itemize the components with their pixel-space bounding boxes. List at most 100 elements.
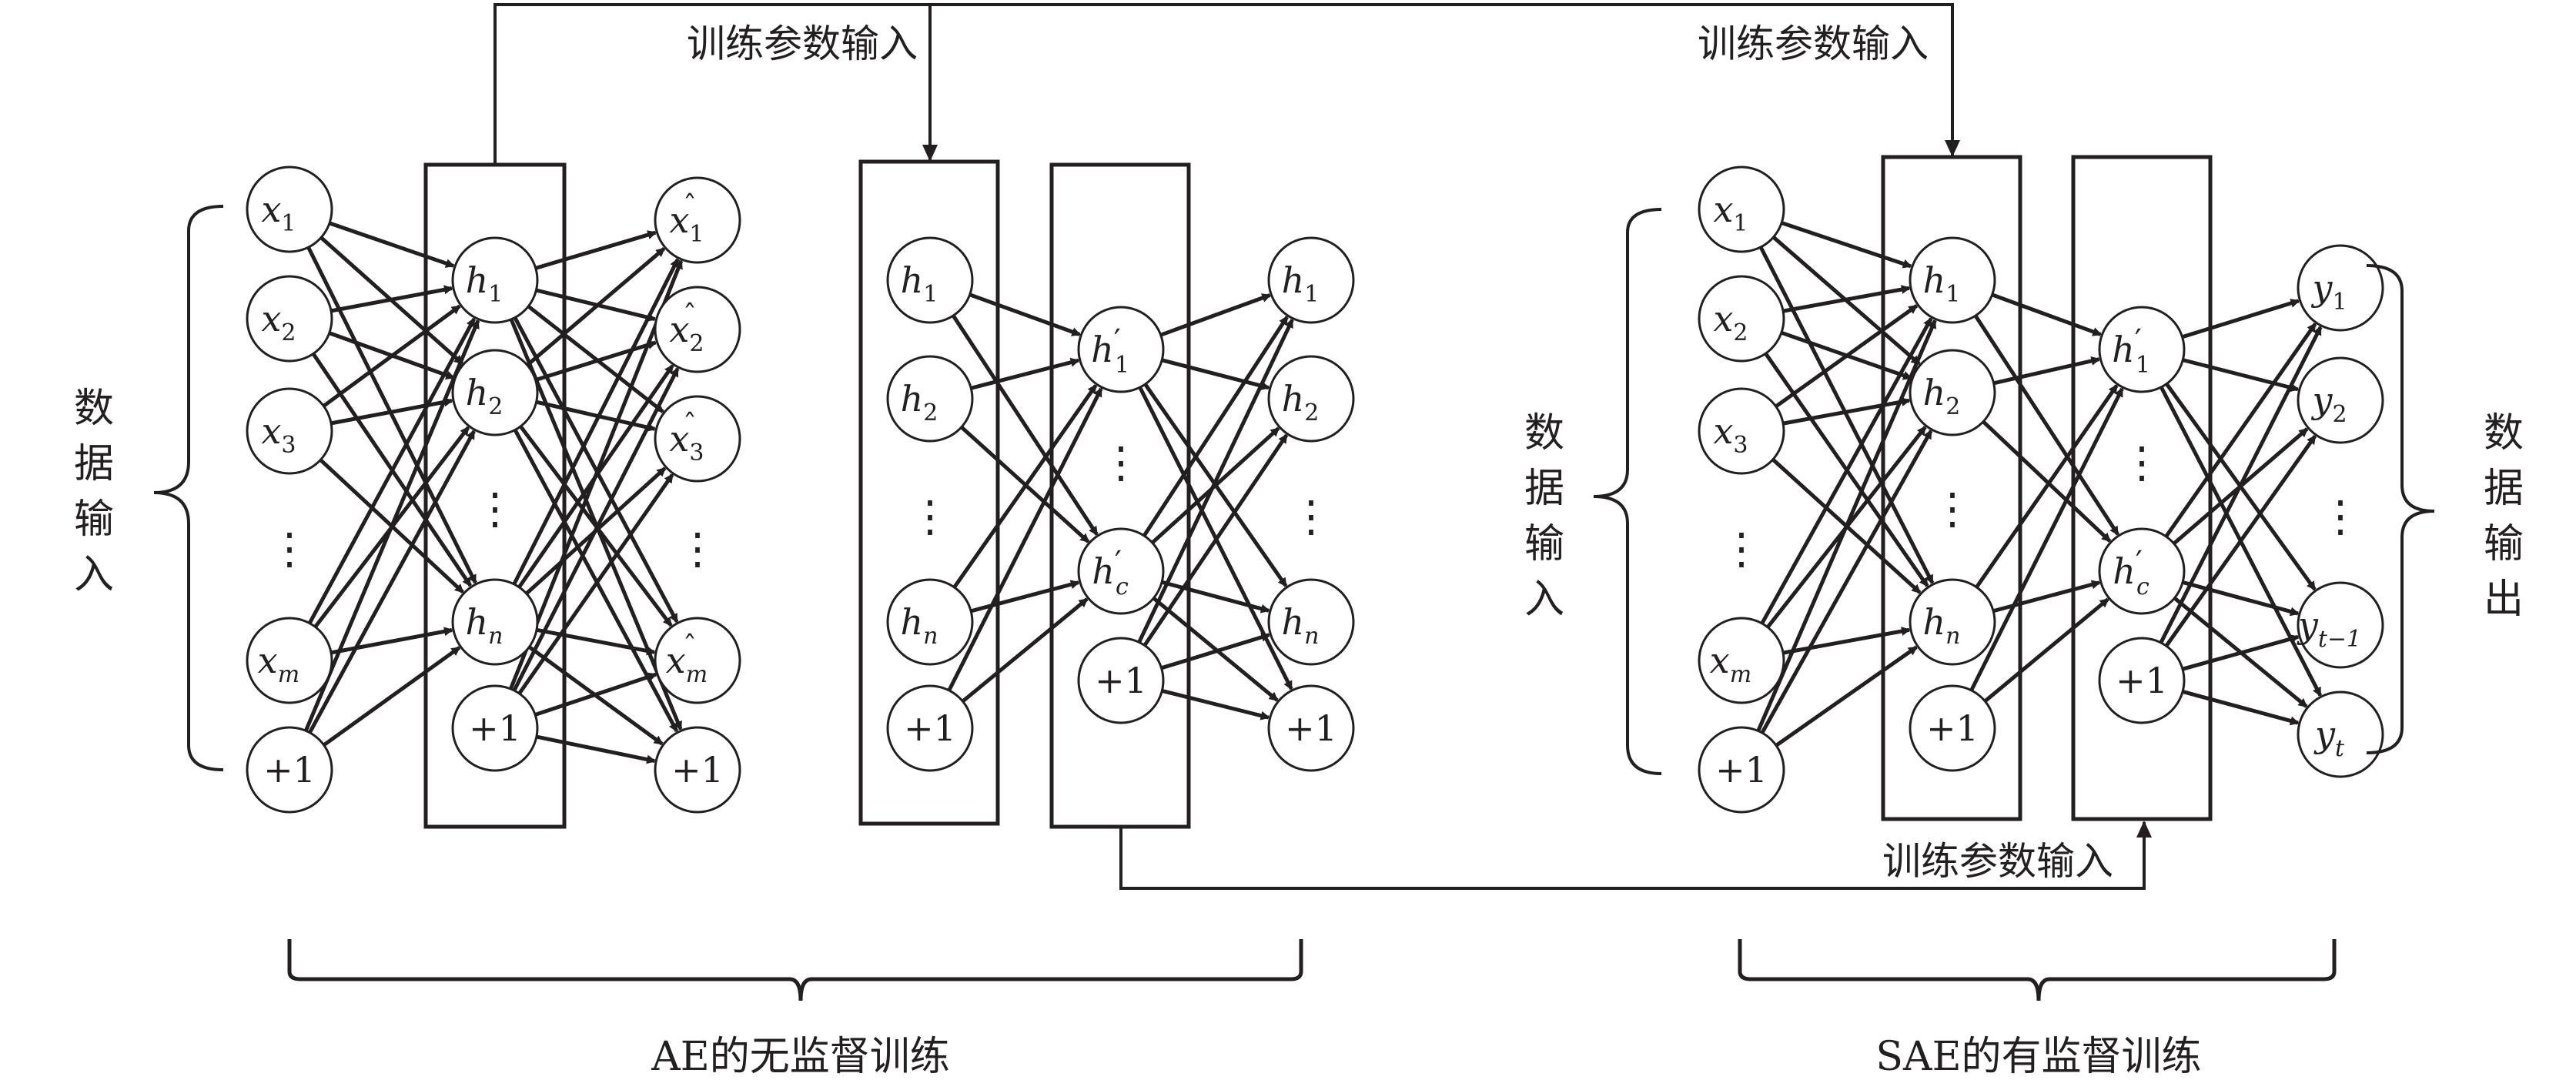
node-label: h′c [2113, 545, 2149, 600]
node-circle [1698, 617, 1785, 704]
ae1-hid-node: +1 [451, 684, 539, 772]
node-label: h1 [466, 259, 503, 308]
ae1-hidden-output-edge [509, 259, 684, 690]
left-input-label: 数 据 输 入 [74, 386, 114, 598]
sae-out-node: ⋮ [2319, 492, 2362, 542]
node-circle [246, 726, 333, 814]
node-circle [1909, 684, 1996, 772]
sae-hidden1-hidden2-edge [1992, 580, 2101, 614]
node-label: h′1 [2112, 323, 2150, 379]
ae2-input-hidden-edge [952, 384, 1098, 589]
ae1-input-hidden-edge [330, 627, 453, 655]
sae-in-node: x1 [1698, 166, 1785, 253]
sae-h1-node: hn [1909, 578, 1996, 666]
ae1-hidden-output-edge [535, 230, 657, 270]
node-label: x2 [261, 298, 296, 346]
network-nodes: x1x2x3⋮xm+1h1h2⋮hn+1x1ˆx2ˆx3ˆ⋮xmˆ+1h1h2⋮… [246, 166, 2384, 814]
ae1-input-hidden-edge [330, 397, 453, 426]
ae1-input-hidden-edge [329, 221, 456, 268]
node-label: y1 [2310, 267, 2347, 316]
ae2-hid-node: ⋮ [1099, 438, 1142, 488]
node-label: h2 [901, 378, 938, 426]
node-label: +1 [904, 707, 956, 749]
node-circle [1909, 578, 1996, 666]
ae2-in-node: hn [886, 578, 974, 666]
sae-hidden1-hidden2-edge [1969, 387, 2124, 691]
node-label: h2 [1923, 372, 1961, 420]
node-label: hn [1923, 601, 1961, 650]
sae-hidden2-output-edge [2181, 299, 2300, 339]
node-circle [2098, 306, 2186, 393]
feed-line-top-left [493, 3, 938, 165]
ae2-input-hidden-edge [970, 580, 1080, 614]
ae1-in-node: x3 [246, 387, 333, 475]
sae-hidden2-output-edge [2159, 326, 2323, 644]
ae2-input-hidden-edge [961, 597, 1089, 703]
left-input-char: 入 [74, 552, 114, 598]
sae-h2-node: h′1 [2098, 306, 2186, 393]
ae2-in-node: ⋮ [908, 492, 952, 542]
ae1-hidden-output-edge [512, 258, 680, 586]
node-label: yt [2313, 714, 2345, 762]
ae1-in-node: ⋮ [268, 524, 311, 574]
node-label: +1 [2116, 660, 2168, 701]
ae2-hid-node: h′1 [1077, 306, 1165, 393]
ae1-hidden-output-edge [536, 734, 657, 764]
ae2-hid-node: h′c [1077, 527, 1165, 615]
ae1-hidden-output-edge [534, 672, 657, 717]
node-circle [1909, 349, 1996, 436]
ellipsis-dots: ⋮ [1720, 524, 1763, 574]
ae1-out-node: ⋮ [676, 524, 719, 574]
node-label: x3 [261, 410, 296, 459]
ae1-hid-node: hn [451, 578, 539, 666]
node-label: x2 [1713, 298, 1748, 346]
ae2-hidden-output-edge [1142, 316, 1289, 537]
ae2-in-node: +1 [886, 684, 974, 772]
node-label: +1 [1095, 660, 1147, 701]
sae-hidden2-output-edge [2182, 580, 2300, 617]
ae1-hidden-output-edge [536, 400, 657, 432]
node-circle [1698, 275, 1785, 363]
ae2-in-node: h1 [886, 236, 974, 324]
sae-hidden2-box [2071, 155, 2213, 821]
ae1-out-node: x3ˆ [654, 395, 741, 483]
node-label: +1 [1285, 707, 1337, 749]
feed-line-bottom [1119, 821, 2152, 890]
node-circle [451, 349, 539, 436]
ellipsis-dots: ⋮ [1290, 492, 1333, 542]
feed-label-top-right: 训练参数输入 [1698, 22, 1929, 66]
ae1-input-hidden-edge [306, 246, 477, 584]
ae1-hid-node: h1 [451, 236, 539, 324]
sae-hidden1-hidden2-edge [1975, 384, 2119, 589]
node-label: h1 [1282, 259, 1320, 308]
node-circle [1267, 578, 1355, 666]
ae1-hid-node: ⋮ [473, 484, 517, 534]
right-output-char: 出 [2484, 577, 2524, 623]
sae-h1-node: h1 [1909, 236, 1996, 324]
node-circle [451, 684, 539, 772]
ae2-out-node: h1 [1267, 236, 1355, 324]
hat-accent: ˆ [683, 191, 697, 222]
mid-input-char: 输 [1524, 521, 1564, 567]
node-label: hn [901, 601, 938, 650]
connection-edges [303, 221, 2323, 764]
ae1-in-node: x1 [246, 166, 333, 253]
ae2-in-node: h2 [886, 355, 974, 443]
ae2-out-node: h2 [1267, 355, 1355, 443]
sae-hidden1-hidden2-edge [1982, 420, 2112, 543]
node-label: yt−1 [2297, 604, 2361, 653]
node-circle [886, 684, 974, 772]
ae1-hid-node: h2 [451, 349, 539, 436]
sae-hidden2-output-edge [2164, 434, 2317, 647]
sae-caption: SAE的有监督训练 [1875, 1034, 2201, 1080]
feed-label-bottom: 训练参数输入 [1882, 839, 2113, 884]
ellipsis-dots: ⋮ [473, 484, 517, 534]
ae1-hidden-output-edge [536, 627, 656, 656]
sae-out-node: yt−1 [2297, 581, 2384, 669]
ae2-input-hidden-edge [970, 357, 1080, 390]
ae1-out-node: +1 [654, 726, 741, 814]
mid-input-label: 数 据 输 入 [1524, 410, 1564, 623]
node-circle [451, 578, 539, 666]
sae-h2-node: ⋮ [2120, 438, 2163, 488]
node-circle [886, 578, 974, 666]
